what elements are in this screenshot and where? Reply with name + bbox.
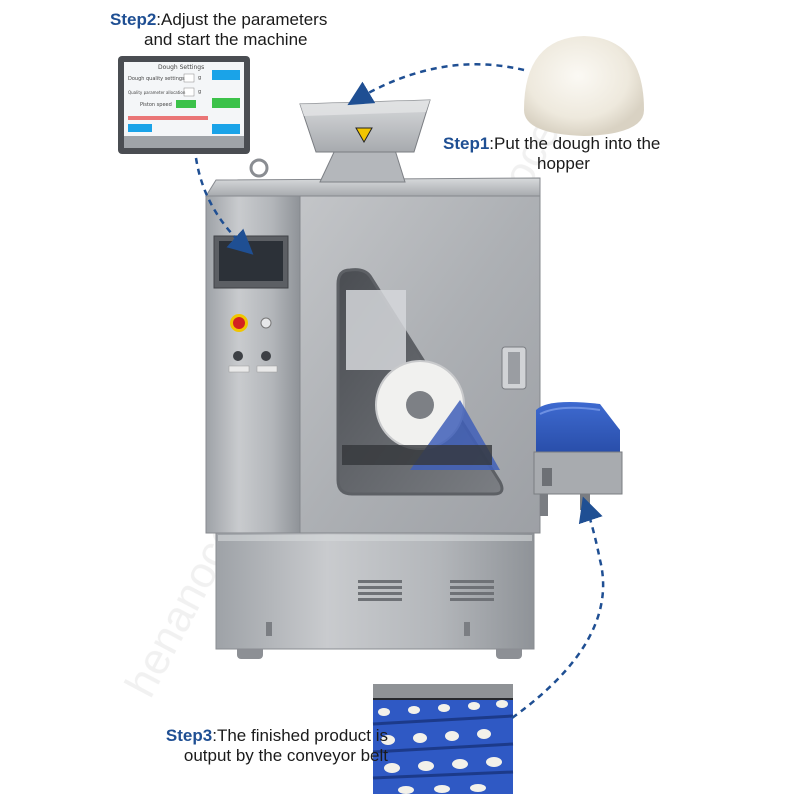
hopper-neck	[319, 149, 406, 183]
step3-label: Step3:The finished product is output by …	[165, 726, 388, 765]
hmi-row3-label: Piston speed	[140, 102, 172, 108]
step2-text-line1: Adjust the parameters	[161, 10, 328, 29]
step3-number: Step3	[165, 726, 213, 745]
vent-left	[358, 580, 402, 601]
hmi-row1-label: Dough quality settings	[128, 76, 185, 82]
lower-cabinet	[215, 532, 535, 650]
arrow-step1	[347, 63, 525, 106]
switch-left	[233, 351, 243, 361]
lifting-hook	[249, 158, 269, 178]
output-conveyor	[533, 402, 623, 516]
conveyor-output-photo	[372, 684, 514, 794]
dough-divider-machine	[205, 99, 623, 659]
arrow-step3	[511, 496, 605, 720]
arrow-step2	[194, 157, 254, 255]
hmi-btn-green-2	[176, 100, 196, 108]
hmi-btn-blue-3	[128, 124, 152, 132]
step2-text-line2: and start the machine	[144, 30, 308, 49]
warning-sign-icon	[355, 127, 373, 144]
hmi-closeup-photo	[118, 56, 250, 154]
step3-text-line2: output by the conveyor belt	[183, 746, 388, 765]
switch-right	[261, 351, 271, 361]
step3-text-line1: The finished product is	[216, 726, 388, 745]
dough-ball-photo	[524, 36, 644, 136]
hmi-btn-blue-1	[212, 70, 240, 80]
dough-pieces	[378, 700, 508, 794]
step1-text-line1: Put the dough into the	[494, 134, 661, 153]
step1-number: Step1	[443, 134, 490, 153]
hmi-display	[219, 241, 283, 281]
hmi-btn-blue-2	[212, 124, 240, 134]
hmi-row2-label: Quality parameter allocation	[128, 90, 186, 95]
hmi-title: Dough Settings	[158, 64, 205, 71]
emergency-stop-button	[233, 317, 245, 329]
step1-label: Step1:Put the dough into the hopper	[443, 134, 743, 174]
indicator-light	[260, 317, 272, 329]
hmi-row1-unit: g	[198, 75, 202, 81]
step1-text-line2: hopper	[537, 154, 590, 173]
vent-right	[450, 580, 494, 601]
hmi-row2-unit: g	[198, 89, 202, 95]
step2-label: Step2:Adjust the parameters and start th…	[110, 10, 410, 50]
hmi-btn-green	[212, 98, 240, 108]
dough-ball	[524, 36, 644, 136]
step2-number: Step2	[110, 10, 157, 29]
